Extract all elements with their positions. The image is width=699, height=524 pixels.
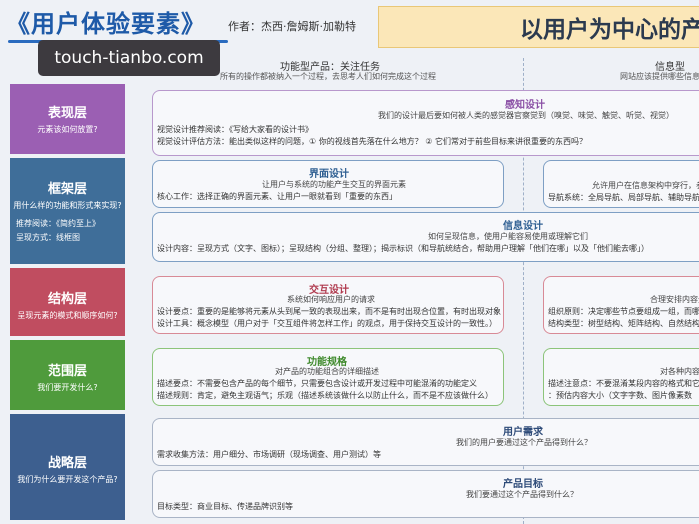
interaction-design-line2: 设计工具：概念模型（用户对于「交互组件将怎样工作」的观点，用于保持交互设计的一致… xyxy=(157,319,497,328)
content-requirements-sub: 对各种内容 xyxy=(660,367,699,376)
layer-scope: 范围层 我们要开发什么? xyxy=(10,340,125,410)
column-sub-functional: 所有的操作都被纳入一个过程，去思考人们如何完成这个过程 xyxy=(220,72,436,81)
watermark-badge: touch-tianbo.com xyxy=(38,40,220,76)
banner-background xyxy=(378,6,699,48)
functional-spec-line2: 描述规则：肯定，避免主观语气；乐观（描述系统该做什么以防止什么，而不是不应该做什… xyxy=(157,391,493,400)
column-sub-informational: 网站应该提供哪些信息 xyxy=(620,72,699,81)
content-requirements-line2: ：预估内容大小（文字字数、图片像素数 xyxy=(548,391,692,400)
information-design-sub: 如何呈现信息，使用户能容易使用或理解它们 xyxy=(428,232,588,241)
functional-spec-line1: 描述要点：不需要包含产品的每个细节，只需要包含设计或开发过程中可能混淆的功能定义 xyxy=(157,379,477,388)
layer-skeleton-name: 框架层 xyxy=(47,182,87,197)
author-text: 作者：杰西·詹姆斯·加勒特 xyxy=(228,20,356,33)
column-divider xyxy=(523,58,524,524)
layer-surface: 表现层 元素该如何放置? xyxy=(10,84,125,154)
layer-skeleton-question: 用什么样的功能和形式来实现? xyxy=(13,201,122,210)
information-design-title: 信息设计 xyxy=(503,221,543,232)
interface-design-line1: 核心工作：选择正确的界面元素、让用户一眼就看到「重要的东西」 xyxy=(157,192,397,201)
layer-structure-question: 呈现元素的模式和顺序如何? xyxy=(17,311,118,320)
perception-design-title: 感知设计 xyxy=(505,100,545,111)
perception-design-sub: 我们的设计最后要如何被人类的感觉器官察觉到（嗅觉、味觉、触觉、听觉、视觉） xyxy=(378,111,674,120)
layer-scope-name: 范围层 xyxy=(47,364,87,379)
functional-spec-box xyxy=(152,348,504,406)
layer-structure-name: 结构层 xyxy=(47,292,87,307)
functional-spec-title: 功能规格 xyxy=(307,357,347,368)
layer-surface-name: 表现层 xyxy=(47,106,87,121)
navigation-design-line1: 导航系统：全局导航、局部导航、辅助导航、上 xyxy=(548,193,699,202)
interaction-design-box xyxy=(152,276,504,334)
information-design-box xyxy=(152,212,699,262)
product-goals-box xyxy=(152,470,699,518)
layer-structure: 结构层 呈现元素的模式和顺序如何? xyxy=(10,268,125,336)
user-needs-sub: 我们的用户要通过这个产品得到什么？ xyxy=(456,438,592,447)
user-needs-title: 用户需求 xyxy=(503,427,543,438)
user-needs-box xyxy=(152,418,699,466)
interface-design-box xyxy=(152,160,504,208)
interaction-design-sub: 系统如何响应用户的请求 xyxy=(287,295,375,304)
information-design-line1: 设计内容：呈现方式（文字、图标）；呈现结构（分组、整理）；揭示标识（和导航统结合… xyxy=(157,244,649,253)
layer-skeleton: 框架层 用什么样的功能和形式来实现? 推荐阅读：《简约至上》 呈现方式：线框图 xyxy=(10,158,125,264)
navigation-design-sub: 允许用户在信息架构中穿行，参 xyxy=(592,181,699,190)
layer-surface-question: 元素该如何放置? xyxy=(37,125,98,134)
navigation-design-box xyxy=(543,160,699,208)
information-architecture-line1: 组织原则：决定哪些节点要组成一组，而哪些 xyxy=(548,307,699,316)
content-requirements-line1: 描述注意点：不要混淆某段内容的格式和它的目 xyxy=(548,379,699,388)
layer-skeleton-reading: 推荐阅读：《简约至上》 xyxy=(16,219,100,228)
information-architecture-line2: 结构类型：树型结构、矩阵结构、自然结构、线 xyxy=(548,319,699,328)
banner-title: 以用户为中心的产 xyxy=(520,17,699,43)
layer-scope-question: 我们要开发什么? xyxy=(37,383,98,392)
column-title-informational: 信息型 xyxy=(655,62,685,73)
column-title-functional: 功能型产品：关注任务 xyxy=(280,62,380,73)
functional-spec-sub: 对产品的功能组合的详细描述 xyxy=(275,367,379,376)
layer-strategy-question: 我们为什么要开发这个产品? xyxy=(17,475,118,484)
page-title: 《用户体验要素》 xyxy=(6,10,206,38)
layer-skeleton-format: 呈现方式：线框图 xyxy=(16,233,80,242)
interface-design-title: 界面设计 xyxy=(309,169,349,180)
interaction-design-line1: 设计要点：重要的是能够将元素从头到尾一致的表现出来，而不是有时出现合位置，有时出… xyxy=(157,307,501,316)
content-requirements-box xyxy=(543,348,699,406)
layer-strategy: 战略层 我们为什么要开发这个产品? xyxy=(10,414,125,520)
perception-design-line1: 视觉设计推荐阅读：《写给大家看的设计书》 xyxy=(157,125,313,134)
perception-design-line2: 视觉设计评估方法：能出类似这样的问题，① 你的视线首先落在什么地方？ ② 它们常… xyxy=(157,137,587,146)
perception-design-box xyxy=(152,90,699,156)
interface-design-sub: 让用户与系统的功能产生交互的界面元素 xyxy=(262,180,406,189)
information-architecture-box xyxy=(543,276,699,334)
information-architecture-sub: 合理安排内容元 xyxy=(650,295,699,304)
product-goals-title: 产品目标 xyxy=(503,479,543,490)
product-goals-line1: 目标类型：商业目标、传递品牌识别等 xyxy=(157,502,293,511)
product-goals-sub: 我们要通过这个产品得到什么？ xyxy=(466,490,578,499)
user-needs-line1: 需求收集方法：用户细分、市场调研（现场调查、用户测试）等 xyxy=(157,450,381,459)
interaction-design-title: 交互设计 xyxy=(309,285,349,296)
layer-strategy-name: 战略层 xyxy=(47,456,87,471)
